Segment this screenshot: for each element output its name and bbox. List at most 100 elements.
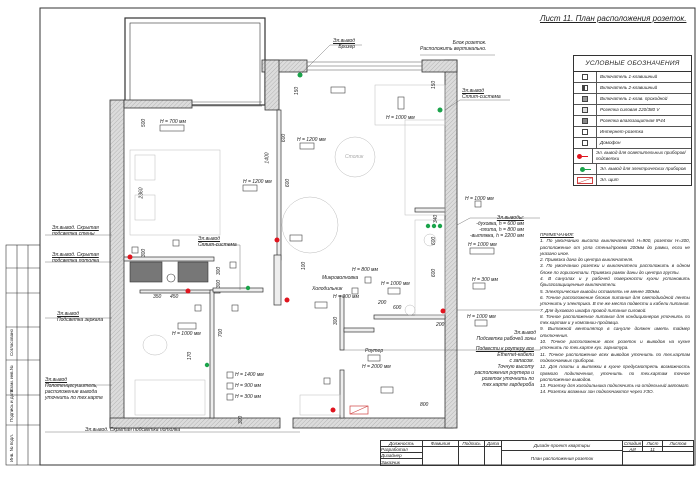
tb-header: Должность bbox=[381, 441, 423, 447]
lighting-outlet-icon bbox=[274, 237, 280, 243]
legend-row: Эл. вывод для электрических приборов bbox=[574, 164, 691, 175]
dimension-label: 600 bbox=[393, 305, 402, 311]
dimension-label: 2360 bbox=[138, 187, 145, 199]
height-label: H = 300 мм bbox=[472, 277, 498, 283]
tb-role: Дизайнер bbox=[381, 453, 423, 459]
legend-table: УСЛОВНЫЕ ОБОЗНАЧЕНИЯ Включатель 1-клавиш… bbox=[573, 55, 692, 186]
appliance-outlets bbox=[204, 72, 443, 368]
note-item: 10. Точное расположение всех розеток и в… bbox=[540, 339, 690, 351]
height-label: H = 1000 мм bbox=[468, 242, 497, 248]
tb-header: Фамилия bbox=[423, 441, 459, 447]
height-label: H = 1200 мм bbox=[243, 179, 272, 185]
height-label: H = 700 мм bbox=[160, 119, 186, 125]
tb-role: Разработал bbox=[381, 447, 423, 453]
dimension-label: 700 bbox=[218, 328, 225, 338]
appliance-outlet-icon bbox=[437, 107, 443, 113]
lighting-outlet-icon bbox=[127, 254, 133, 260]
height-label: H = 900 мм bbox=[235, 383, 261, 389]
height-label: H = 1000 мм bbox=[467, 314, 496, 320]
dimension-label: 1400 bbox=[264, 152, 271, 164]
dimension-label: 600 bbox=[285, 178, 292, 188]
dimension-label: 300 bbox=[333, 316, 340, 326]
label-microwave: Микроволновка bbox=[322, 275, 359, 281]
dimension-label: 150 bbox=[431, 80, 438, 90]
height-label: H = 1000 мм bbox=[381, 281, 410, 287]
electric-panel-icon bbox=[577, 176, 593, 184]
walls bbox=[109, 59, 458, 429]
dimension-label: 300 bbox=[141, 248, 148, 258]
bathroom-fixtures bbox=[129, 261, 209, 283]
sheet-frame bbox=[39, 7, 696, 466]
height-label: H = 1400 мм bbox=[235, 372, 264, 378]
dimension-label: 300 bbox=[216, 279, 223, 289]
height-label: H = 300 мм bbox=[333, 294, 359, 300]
legend-row: Домофон bbox=[574, 138, 691, 149]
tb-header: Стадия bbox=[623, 441, 643, 447]
height-label: H = 1000 мм bbox=[465, 196, 494, 202]
legend-row: Розетка влагозащитная IP44 bbox=[574, 116, 691, 127]
internet-socket-icon bbox=[582, 129, 588, 135]
note-item: 3. По умолчанию розетки и выключатели ра… bbox=[540, 263, 690, 275]
note-item: 5. Электрические выводы оставлять не мен… bbox=[540, 288, 661, 294]
legend-row: Включатель 1-клавишный bbox=[574, 72, 691, 83]
dimension-label: 200 bbox=[436, 322, 445, 328]
socket-blocks bbox=[131, 86, 495, 401]
appliance-outlet-icon bbox=[579, 166, 585, 172]
dimension-label: 600 bbox=[281, 133, 288, 143]
appliance-outlet-icon bbox=[204, 362, 210, 368]
legend-row: Включатель 2-клавишный bbox=[574, 83, 691, 94]
sheet-title: Лист 11. План расположения розеток. bbox=[540, 14, 687, 23]
legend-row: Интернет-розетка bbox=[574, 127, 691, 138]
height-label: H = 300 мм bbox=[235, 394, 261, 400]
tb-header: Лист bbox=[643, 441, 663, 447]
tb-sheet-name: План расположения розеток bbox=[502, 451, 623, 465]
waterproof-socket-icon bbox=[582, 118, 588, 124]
dimension-label: 600 bbox=[431, 268, 438, 278]
dimension-label: 170 bbox=[187, 351, 194, 361]
switch-1-key-icon bbox=[582, 74, 588, 80]
note-item: 11. Точное расположение всех выводов уто… bbox=[540, 351, 690, 363]
note-item: 14. Розетки влажных зон подключаются чер… bbox=[540, 389, 654, 395]
lighting-outlet-icon bbox=[185, 288, 191, 294]
stamp-label: Подпись и дата bbox=[9, 389, 14, 422]
dimension-label: 600 bbox=[431, 236, 438, 246]
note-item: 1. По умолчанию высота выключателей H=90… bbox=[540, 238, 690, 256]
tb-header: Листов bbox=[663, 441, 693, 447]
dimension-label: 350 bbox=[153, 294, 162, 300]
lighting-outlet-icon bbox=[330, 407, 336, 413]
legend-row: Розетка силовая 220/380 V bbox=[574, 105, 691, 116]
appliance-outlet-icon bbox=[431, 223, 437, 229]
power-socket-icon bbox=[582, 107, 588, 113]
tb-sheet: 11 bbox=[643, 447, 663, 452]
dimension-label: 300 bbox=[238, 415, 245, 425]
note-item: 2. Привязка дана до центра выключателя. bbox=[540, 257, 634, 263]
intercom-icon bbox=[582, 140, 588, 146]
legend-title: УСЛОВНЫЕ ОБОЗНАЧЕНИЯ bbox=[574, 56, 691, 72]
tb-header: Подпись bbox=[459, 441, 485, 447]
lighting-outlet-icon bbox=[577, 153, 583, 159]
note-item: 9. Вытяжной вентилятор в санузле должен … bbox=[540, 326, 690, 338]
tb-project: Дизайн-проект квартиры bbox=[502, 441, 623, 451]
notes-block: ПРИМЕЧАНИЯ: 1. По умолчанию высота выклю… bbox=[540, 232, 690, 396]
height-label: H = 1000 мм bbox=[172, 331, 201, 337]
lighting-outlet-icon bbox=[440, 308, 446, 314]
height-label: H = 1000 мм bbox=[386, 115, 415, 121]
height-label: H = 800 мм bbox=[352, 267, 378, 273]
legend-row: Эл. вывод для осветительных приборов/под… bbox=[574, 149, 691, 164]
lighting-outlet-icon bbox=[284, 297, 290, 303]
annotation-kitchen-outlets: Эл.выводы:-духовка, h = 600 мм-плита, h … bbox=[470, 215, 524, 239]
notes-heading: ПРИМЕЧАНИЯ: bbox=[540, 232, 574, 237]
furniture bbox=[129, 84, 446, 416]
height-label: H = 2000 мм bbox=[362, 364, 391, 370]
side-stamp bbox=[5, 244, 41, 466]
note-item: 6. Точное расположение блоков питания дл… bbox=[540, 294, 690, 307]
title-block: Должность Фамилия Подпись Дата Разработа… bbox=[380, 440, 694, 466]
dimension-label: 340 bbox=[433, 214, 440, 224]
note-item: 8. Точное расположение питания для конди… bbox=[540, 313, 690, 326]
dimension-label: 500 bbox=[141, 118, 148, 128]
